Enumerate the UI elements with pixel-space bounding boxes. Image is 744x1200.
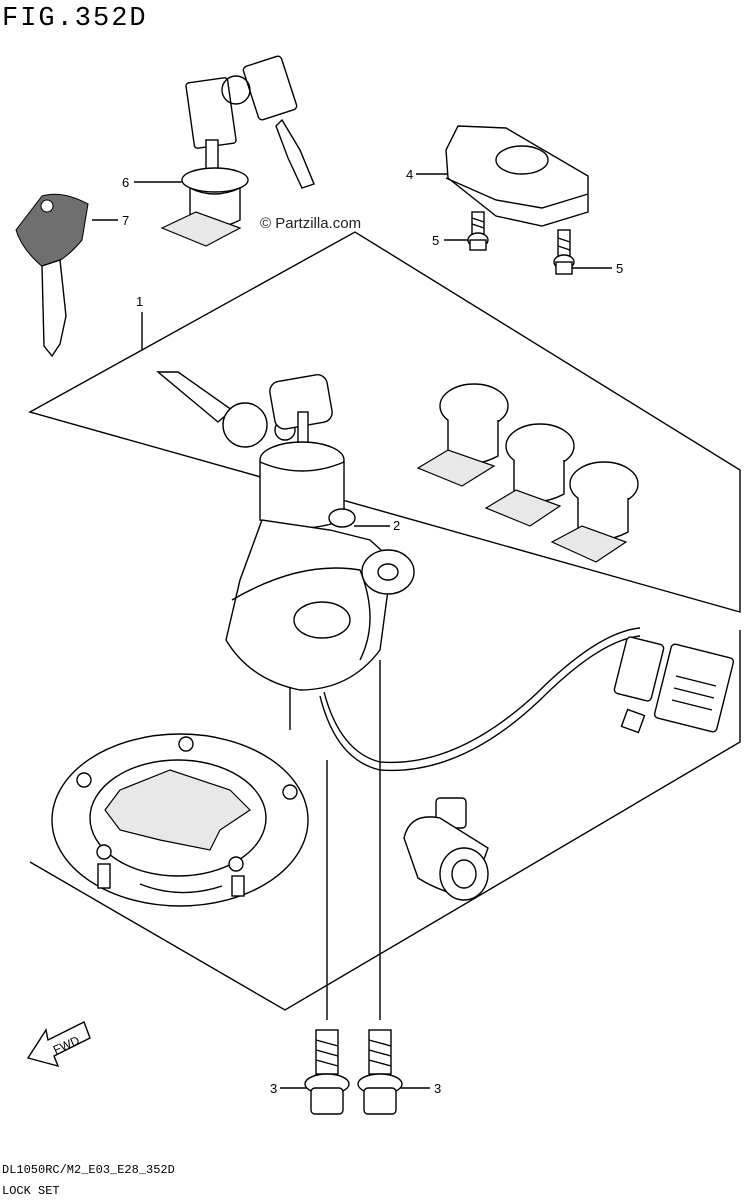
callout-4: 4 — [406, 167, 413, 182]
screw-part-5-left — [467, 211, 489, 251]
callout-7: 7 — [122, 213, 129, 228]
lock-cylinder-lower — [550, 461, 639, 563]
callout-5-right: 5 — [616, 261, 623, 276]
figure-caption: LOCK SET — [2, 1184, 60, 1198]
bolt-part-3-left — [304, 1029, 350, 1115]
callout-3-left: 3 — [270, 1081, 277, 1096]
assembly-outline-top — [28, 231, 741, 613]
fuel-tank-cap — [51, 733, 309, 907]
ignition-key-part-7 — [15, 193, 89, 358]
wire-connector — [613, 636, 735, 734]
assembly-outline-bottom — [29, 630, 741, 1011]
callout-5-left: 5 — [432, 233, 439, 248]
ignition-switch-part-2 — [156, 371, 415, 691]
wire-harness — [319, 635, 641, 772]
lock-cylinder-middle — [484, 423, 575, 527]
callout-6: 6 — [122, 175, 129, 190]
key-cylinder-part-6 — [160, 55, 315, 247]
watermark: © Partzilla.com — [260, 215, 362, 232]
forward-direction-arrow: FWD — [26, 1021, 91, 1068]
callout-3-right: 3 — [434, 1081, 441, 1096]
bolt-part-3-right — [357, 1029, 403, 1115]
wire-harness-inner — [323, 627, 641, 764]
figure-title: FIG.352D — [2, 4, 148, 34]
figure-code: DL1050RC/M2_E03_E28_352D — [2, 1163, 175, 1177]
screw-part-5-right — [553, 229, 575, 275]
lock-cylinder-upper — [416, 383, 509, 487]
seat-lock-cover-part-4 — [445, 125, 589, 227]
callout-2: 2 — [393, 518, 400, 533]
seat-lock-cylinder — [403, 797, 489, 901]
callout-1: 1 — [136, 294, 143, 309]
